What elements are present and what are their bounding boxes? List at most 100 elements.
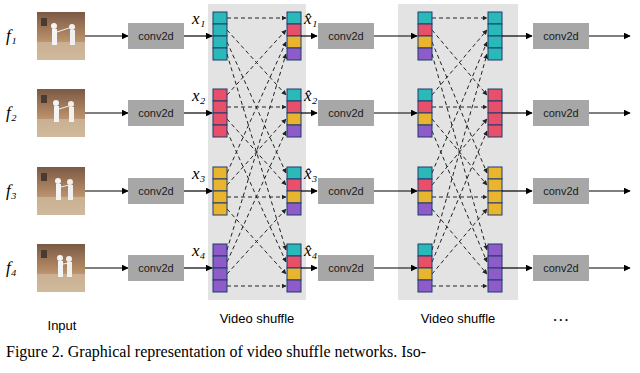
flow-arrow (374, 112, 417, 113)
conv-box: conv2d (128, 178, 184, 204)
feature-cell (213, 167, 227, 179)
layer-label: conv2d (328, 107, 363, 119)
fencer-blade (59, 106, 69, 109)
feature-cell (418, 179, 432, 191)
frame-label: f₄ (6, 258, 17, 278)
feature-cell (287, 203, 301, 215)
shuffle-line (432, 286, 487, 287)
layer-label: conv2d (543, 30, 578, 42)
video-frame (37, 89, 85, 137)
shuffle-line (432, 54, 487, 250)
flow-arrow (589, 190, 630, 191)
feature-cell (287, 191, 301, 203)
feature-label: x₃ (192, 164, 205, 184)
flow-arrow (301, 190, 317, 191)
feature-cell (287, 12, 301, 24)
background-figure (41, 95, 47, 103)
flow-arrow (589, 112, 630, 113)
flow-arrow (184, 267, 212, 268)
fencer-body (56, 184, 61, 200)
feature-cell (418, 36, 432, 48)
feature-label: x₄ (192, 241, 205, 261)
flow-arrow (85, 267, 128, 268)
feature-cell (287, 101, 301, 113)
fencer-body (68, 185, 73, 200)
shuffle-line (432, 54, 487, 250)
shuffle-line (227, 18, 286, 19)
feature-cell (488, 179, 502, 191)
shuffle-line (432, 131, 487, 262)
section-label: Video shuffle (220, 311, 295, 326)
flow-arrow (502, 190, 532, 191)
shuffle-panel (208, 4, 306, 300)
feature-cell (488, 167, 502, 179)
shuffle-line (227, 286, 286, 287)
shuffle-line (227, 209, 286, 274)
fencer-head (66, 256, 72, 262)
feature-cell (287, 125, 301, 137)
feature-cell (287, 244, 301, 256)
frame-label: f₁ (6, 26, 17, 46)
feature-cell (287, 256, 301, 268)
feature-cell (287, 113, 301, 125)
feature-cell (287, 179, 301, 191)
flow-arrow (301, 112, 317, 113)
conv-box: conv2d (318, 23, 374, 49)
shuffle-line (432, 18, 487, 19)
shuffle-line (227, 54, 286, 250)
conv-box: conv2d (128, 23, 184, 49)
frame-floor (37, 119, 85, 137)
feature-cell (488, 268, 502, 280)
feature-cell (213, 113, 227, 125)
feature-cell (418, 280, 432, 292)
flow-arrow (374, 190, 417, 191)
flow-arrow (184, 35, 212, 36)
feature-label: x₁ (192, 9, 205, 29)
feature-cell (488, 101, 502, 113)
feature-cell (287, 36, 301, 48)
feature-cell (488, 12, 502, 24)
flow-arrow (502, 35, 532, 36)
feature-cell (287, 268, 301, 280)
feature-cell (287, 280, 301, 292)
feature-cell (287, 24, 301, 36)
feature-cell (488, 113, 502, 125)
layer-label: conv2d (543, 185, 578, 197)
feature-cell (418, 12, 432, 24)
layer-label: conv2d (543, 262, 578, 274)
fencer-head (69, 24, 75, 30)
feature-label: x₂ (192, 86, 205, 106)
feature-cell (213, 125, 227, 137)
feature-cell (213, 12, 227, 24)
feature-cell (213, 24, 227, 36)
feature-cell (213, 203, 227, 215)
feature-cell (488, 203, 502, 215)
fencer-blade (57, 28, 69, 32)
video-frame (37, 244, 85, 292)
feature-cell (213, 89, 227, 101)
feature-cell (213, 48, 227, 60)
shuffle-line (227, 119, 286, 185)
layer-label: conv2d (138, 30, 173, 42)
layer-label: conv2d (543, 107, 578, 119)
feature-cell (418, 89, 432, 101)
shuffle-line (227, 131, 286, 262)
flow-arrow (301, 35, 317, 36)
flow-arrow (589, 267, 630, 268)
feature-cell (418, 125, 432, 137)
shuffled-label: x̂₂ (304, 86, 317, 106)
feature-cell (488, 24, 502, 36)
flow-arrow (184, 112, 212, 113)
video-frame (37, 167, 85, 215)
input-frame: f₃ (6, 167, 85, 215)
feature-cell (418, 191, 432, 203)
feature-cell (418, 24, 432, 36)
feature-cell (213, 280, 227, 292)
conv-box: conv2d (533, 178, 589, 204)
flow-arrow (374, 267, 417, 268)
feature-cell (287, 89, 301, 101)
feature-cell (488, 48, 502, 60)
fencer-body (67, 262, 72, 277)
shuffle-line (432, 131, 487, 262)
background-figure (41, 18, 47, 26)
